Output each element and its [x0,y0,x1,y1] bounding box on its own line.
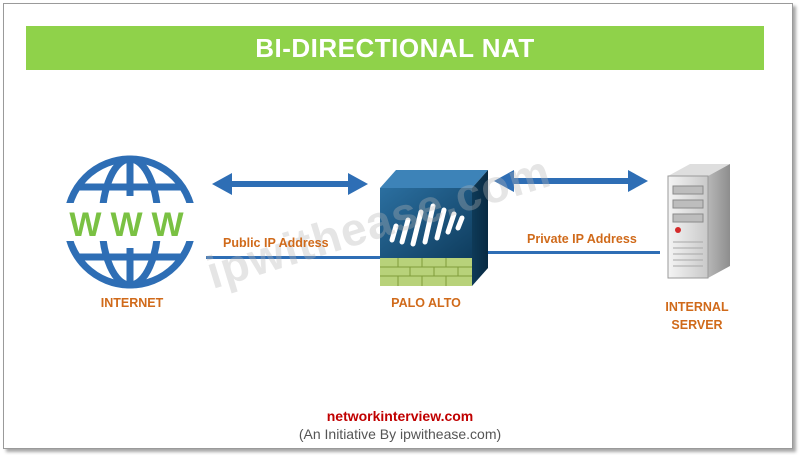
node-label-server-line1: INTERNAL [665,300,729,314]
globe-text-band [60,203,202,241]
footer-subtitle: (An Initiative By ipwithease.com) [298,426,502,442]
link-line-public [206,256,382,259]
palo-alto-logo-icon [389,203,465,247]
link-label-private: Private IP Address [527,232,637,246]
node-label-firewall: PALO ALTO [391,296,461,310]
globe-www-text: WWW [69,206,192,244]
node-label-server: INTERNAL SERVER [642,298,752,334]
firewall-icon [380,170,488,286]
link-label-public: Public IP Address [223,236,329,250]
footer-site-link[interactable]: networkinterview.com [326,408,474,424]
node-label-server-line2: SERVER [671,318,723,332]
arrow-firewall-server [494,170,648,192]
server-icon [667,164,730,279]
page-title: BI-DIRECTIONAL NAT [26,26,764,70]
link-line-private [488,251,660,254]
arrow-internet-firewall [212,173,368,195]
node-label-internet: INTERNET [100,296,164,310]
